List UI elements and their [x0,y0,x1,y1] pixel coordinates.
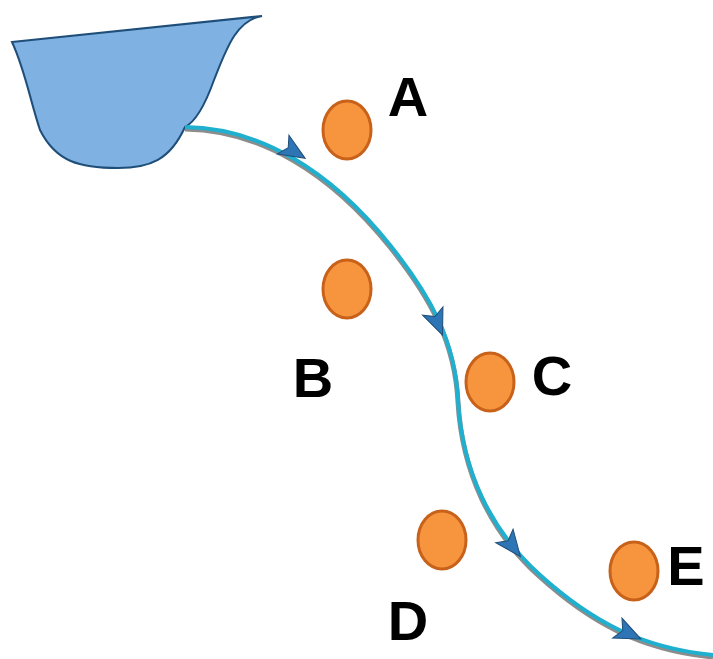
orange-circle [418,511,466,569]
marker-circle-node: B [319,256,375,322]
orange-circle [323,101,371,159]
circle-shape [606,538,662,604]
orange-circle [323,260,371,318]
flow-arrowhead [423,307,453,339]
orange-circle [466,353,514,411]
orange-circle [610,542,658,600]
water-stream [185,127,713,655]
point-label: A [388,69,428,125]
marker-circle-node: E [606,538,662,604]
marker-circle-node: D [414,507,470,573]
marker-circle-node: C [462,349,518,415]
circle-shape [319,97,375,163]
flow-arrowhead [613,618,646,649]
water-bucket [12,16,262,168]
marker-circle-node: A [319,97,375,163]
point-label: D [388,593,428,649]
flow-arrowhead [496,529,529,563]
stream-shadow [185,129,713,657]
point-label: C [532,348,572,404]
circle-shape [319,256,375,322]
circle-shape [462,349,518,415]
circle-shape [414,507,470,573]
flow-arrowhead [277,135,311,167]
point-label: B [293,350,333,406]
point-label: E [667,538,704,594]
